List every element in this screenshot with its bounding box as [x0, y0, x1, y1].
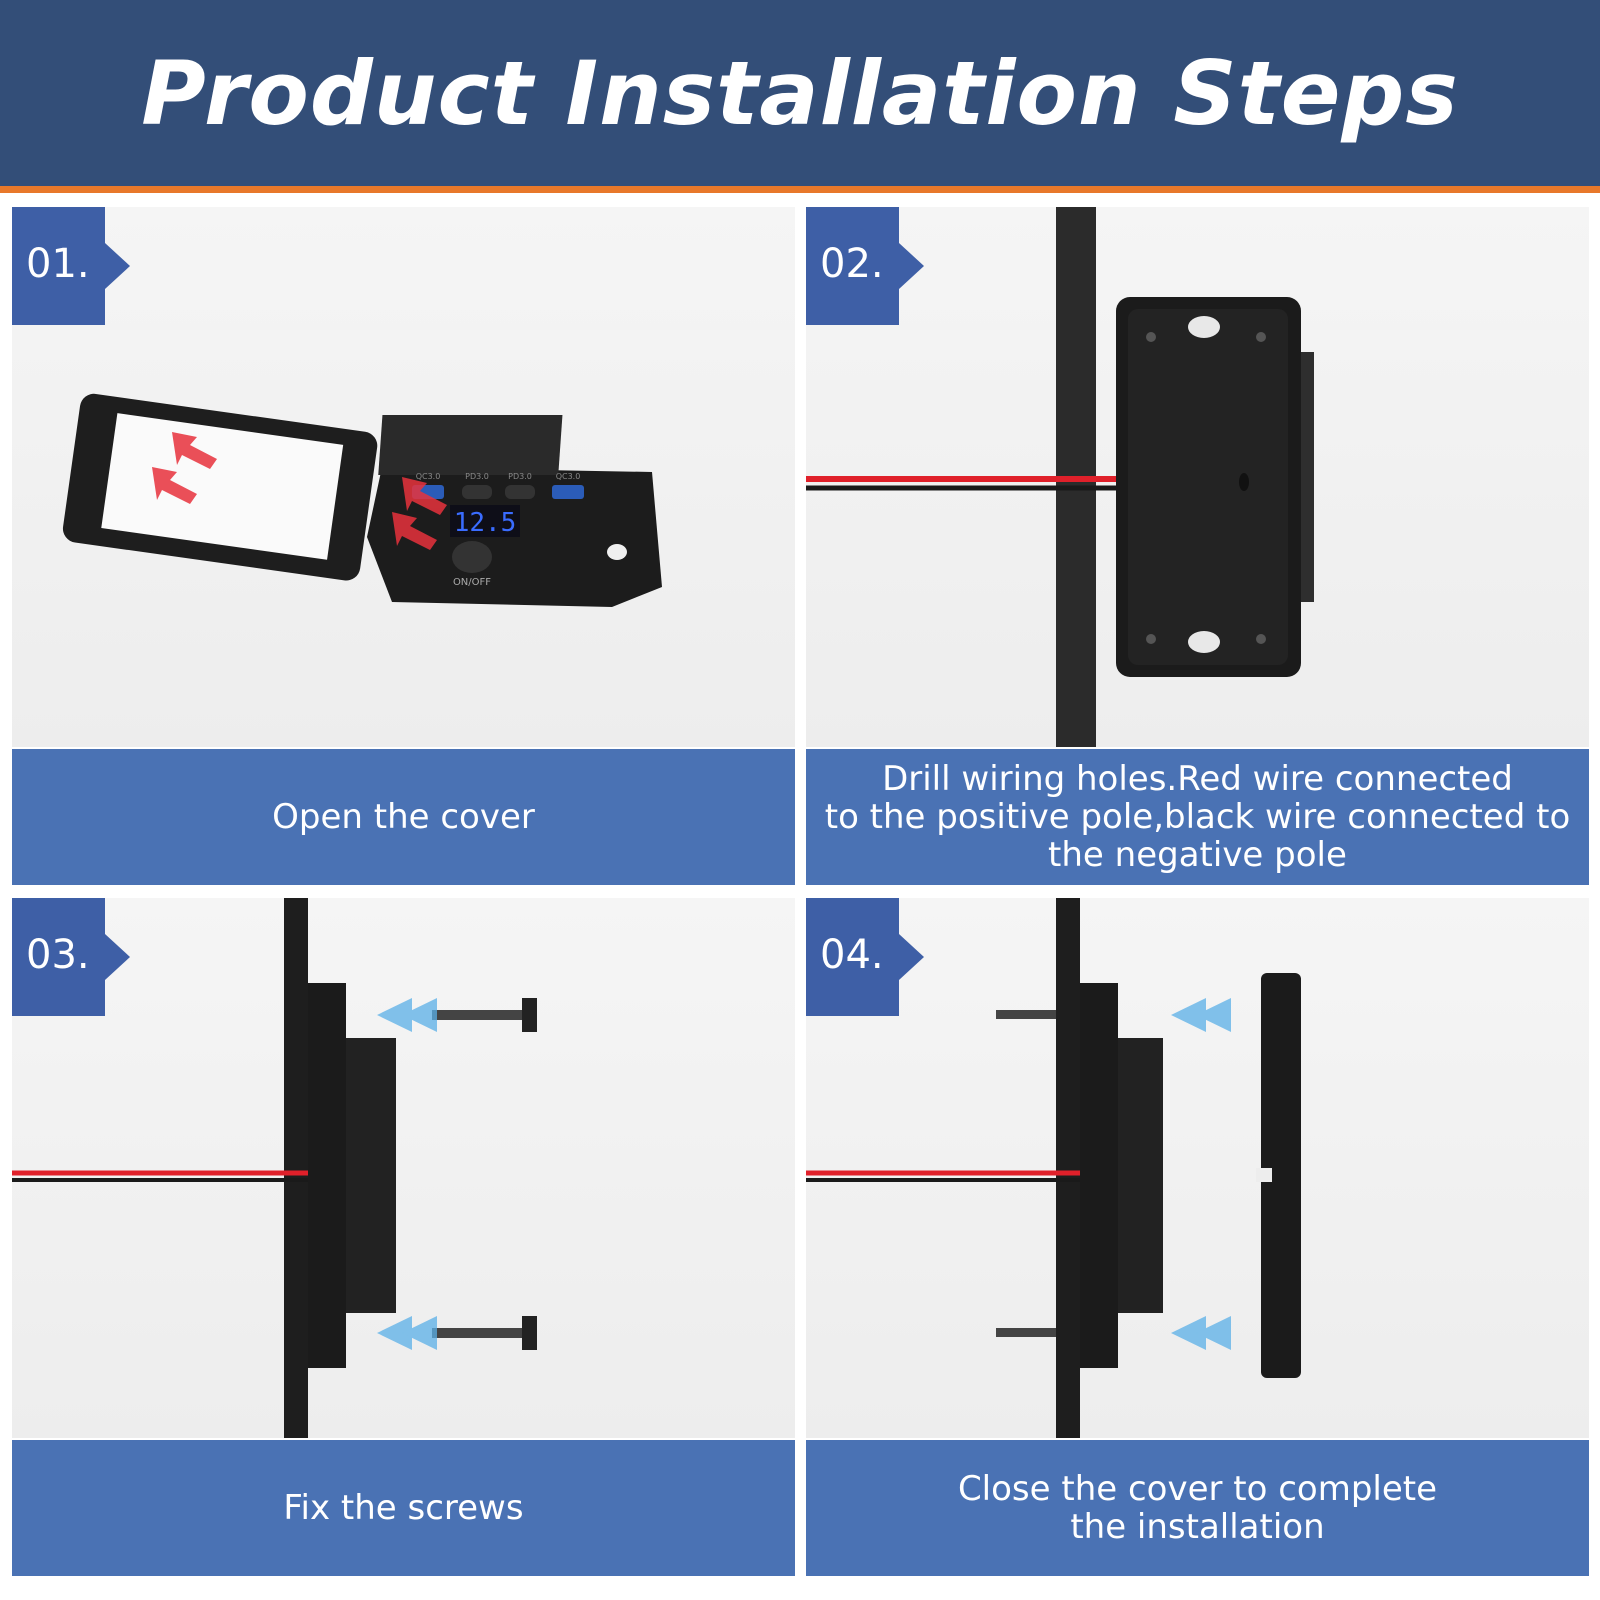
port-label-4: QC3.0 — [556, 472, 581, 481]
step-2-illustration: 02. — [806, 207, 1589, 747]
step-caption-bar-3: Fix the screws — [12, 1440, 795, 1576]
step-caption-4: Close the cover to complete the installa… — [957, 1469, 1438, 1547]
wiring-hole-image — [806, 207, 1314, 747]
step-number-4: 04. — [820, 932, 884, 978]
step-badge-3: 03. — [12, 898, 105, 1016]
red-arrow-icon — [392, 477, 447, 550]
step-3-illustration: 03. — [12, 898, 795, 1438]
step-badge-2: 02. — [806, 207, 899, 325]
mounting-wall — [1056, 898, 1080, 1438]
base-unit: QC3.0 PD3.0 PD3.0 QC3.0 12.5 ON/OFF — [367, 415, 662, 607]
port-label-3: PD3.0 — [508, 472, 532, 481]
step-panel-2: 02. Drill wiring holes.Red wire connecte… — [806, 207, 1589, 885]
cover-frame — [62, 393, 378, 581]
step-number-1: 01. — [26, 241, 90, 287]
step-caption-3: Fix the screws — [283, 1488, 524, 1528]
cover-piece — [1261, 973, 1301, 1378]
screw-icon — [996, 1328, 1056, 1337]
badge-pointer-icon — [899, 934, 924, 980]
blue-arrow-icon — [1171, 998, 1231, 1350]
step-1-illustration: QC3.0 PD3.0 PD3.0 QC3.0 12.5 ON/OFF 01. — [12, 207, 795, 747]
step-caption-bar-2: Drill wiring holes.Red wire connected to… — [806, 749, 1589, 885]
close-cover-image — [806, 898, 1301, 1438]
red-arrow-icon — [152, 432, 217, 504]
step-number-3: 03. — [26, 932, 90, 978]
badge-pointer-icon — [899, 243, 924, 289]
step-caption-1: Open the cover — [272, 797, 535, 837]
badge-pointer-icon — [105, 934, 130, 980]
step-caption-bar-4: Close the cover to complete the installa… — [806, 1440, 1589, 1576]
fix-screws-image — [12, 898, 537, 1438]
step-caption-bar-1: Open the cover — [12, 749, 795, 885]
screw-icon — [432, 1316, 537, 1350]
mounting-bracket — [1080, 983, 1118, 1368]
page-title: Product Installation Steps — [141, 41, 1459, 145]
port-label-2: PD3.0 — [465, 472, 489, 481]
step-4-illustration: 04. — [806, 898, 1589, 1438]
mounting-bracket — [308, 983, 346, 1368]
step-panel-3: 03. Fix the screws — [12, 898, 795, 1576]
usb-panel-open-cover-image: QC3.0 PD3.0 PD3.0 QC3.0 12.5 ON/OFF — [62, 393, 662, 607]
blue-arrow-icon — [377, 998, 437, 1350]
switch-label: ON/OFF — [453, 577, 491, 588]
page-header: Product Installation Steps — [0, 0, 1600, 186]
voltmeter-display: 12.5 — [454, 508, 517, 538]
step-badge-1: 01. — [12, 207, 105, 325]
step-panel-1: QC3.0 PD3.0 PD3.0 QC3.0 12.5 ON/OFF 01. — [12, 207, 795, 885]
step-number-2: 02. — [820, 241, 884, 287]
port-label-1: QC3.0 — [416, 472, 441, 481]
step-panel-4: 04. Close the cover to complete the inst… — [806, 898, 1589, 1576]
step-caption-2: Drill wiring holes.Red wire connected to… — [824, 759, 1571, 875]
header-accent-stripe — [0, 186, 1600, 193]
mounting-wall — [284, 898, 308, 1438]
step-badge-4: 04. — [806, 898, 899, 1016]
screw-icon — [996, 1010, 1056, 1019]
screw-icon — [432, 998, 537, 1032]
badge-pointer-icon — [105, 243, 130, 289]
